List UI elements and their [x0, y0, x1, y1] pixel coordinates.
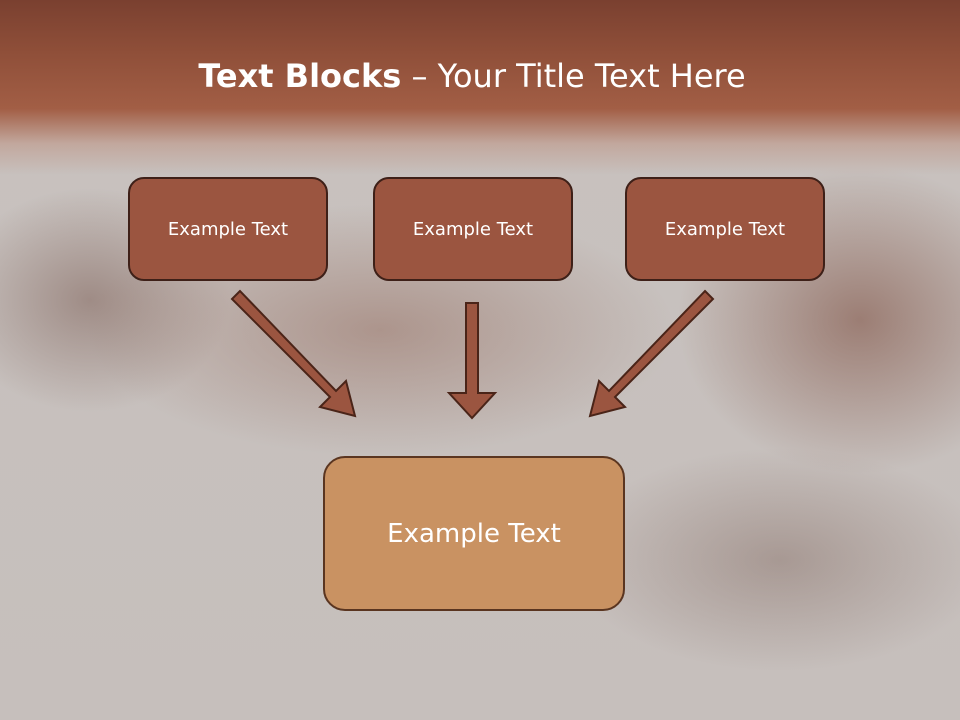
text-block-bottom-label: Example Text [387, 518, 561, 549]
title-bold: Text Blocks [198, 57, 402, 95]
title-rest: – Your Title Text Here [401, 57, 746, 95]
arrow-right-diagonal [588, 289, 715, 418]
text-block-left: Example Text [128, 177, 328, 281]
text-block-center-label: Example Text [412, 218, 534, 240]
text-block-bottom: Example Text [323, 456, 625, 611]
arrow-center-down [446, 302, 498, 420]
slide-title: Text Blocks – Your Title Text Here [0, 52, 944, 100]
text-block-left-label: Example Text [167, 218, 289, 240]
text-block-center: Example Text [373, 177, 573, 281]
text-block-right-label: Example Text [664, 218, 786, 240]
text-block-right: Example Text [625, 177, 825, 281]
arrow-left-diagonal [230, 289, 357, 418]
title-band [0, 0, 960, 175]
